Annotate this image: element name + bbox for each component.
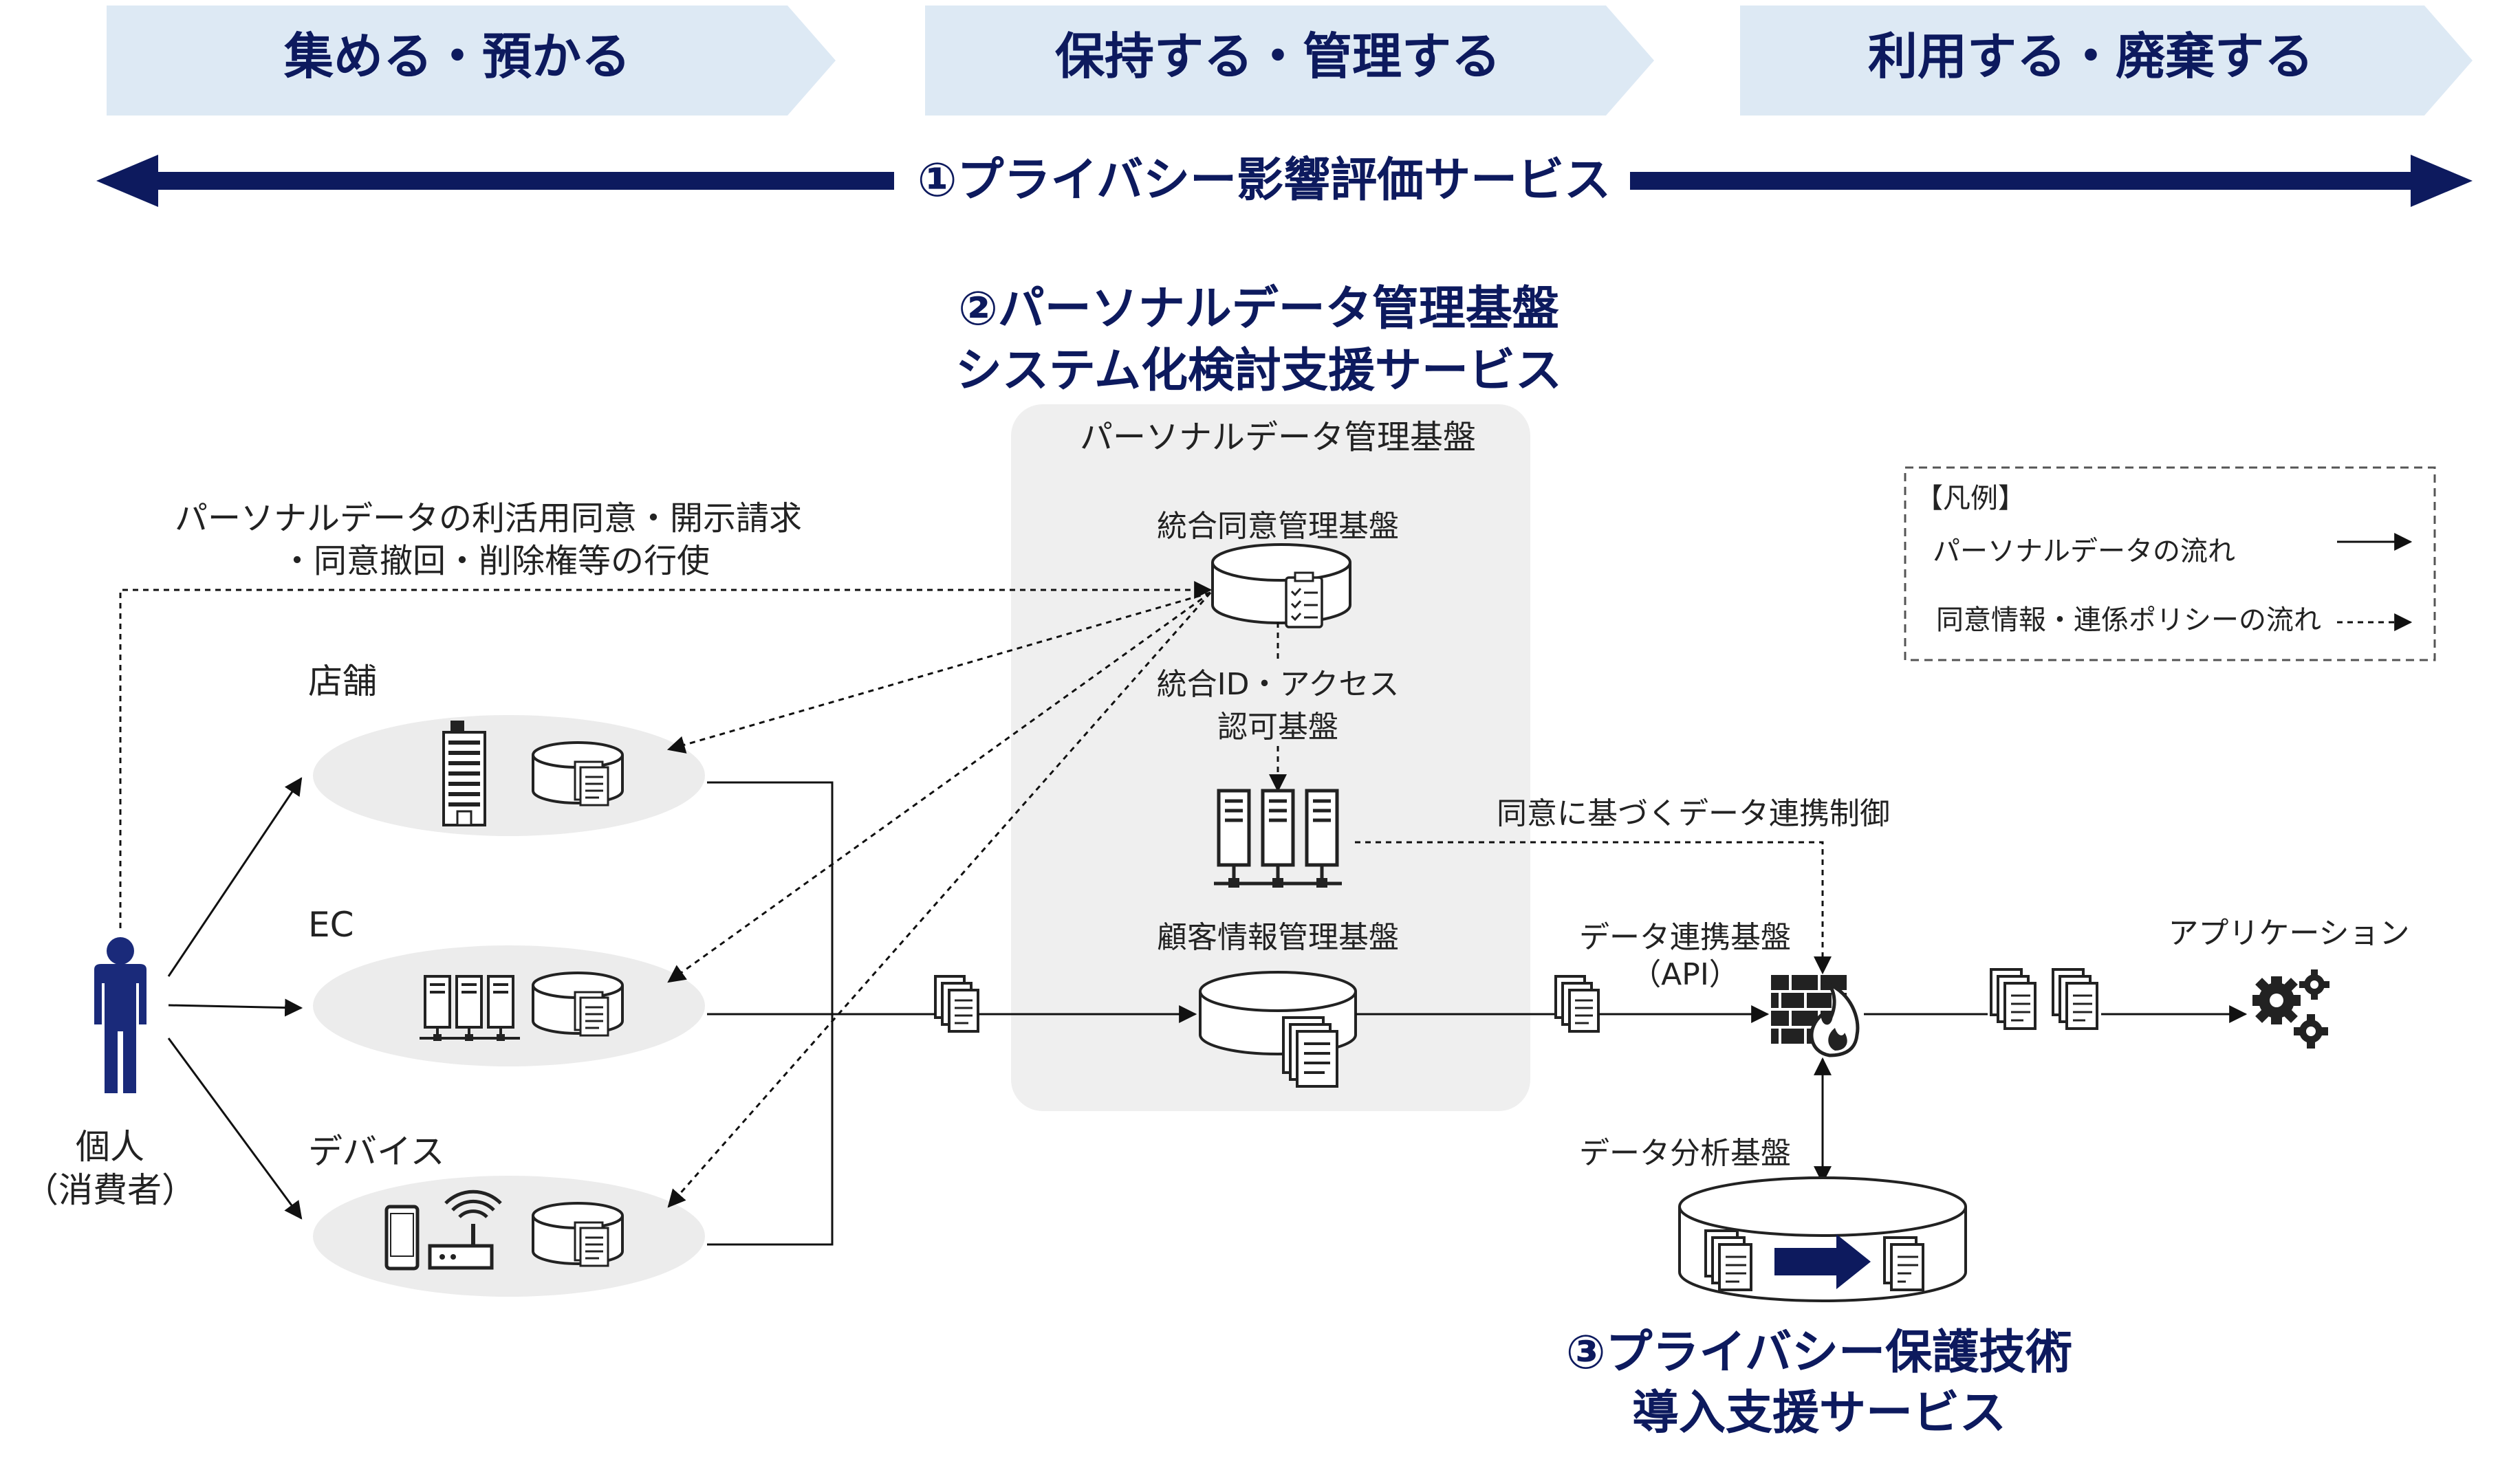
document-stack-icon <box>1282 1016 1338 1088</box>
person-label-line2: （消費者） <box>24 1170 196 1210</box>
person-icon <box>94 937 146 1093</box>
router-wifi-icon <box>428 1189 502 1270</box>
id-access-server-icon <box>1214 789 1342 888</box>
personal-data-platform-box <box>1011 404 1530 1111</box>
service3-label-line2: 導入支援サービス <box>1632 1386 2006 1440</box>
phase-2-label: 保持する・管理する <box>1055 28 1501 85</box>
building-icon <box>442 721 486 826</box>
rights-text-line2: ・同意撤回・削除権等の行使 <box>281 542 710 580</box>
store-label: 店舗 <box>308 661 377 701</box>
id-access-label-line2: 認可基盤 <box>1217 710 1338 745</box>
smartphone-icon <box>384 1205 420 1271</box>
ec-label: EC <box>308 905 354 945</box>
service3-label-line1: ③プライバシー保護技術 <box>1566 1326 2072 1380</box>
ec-db-icon <box>532 972 624 1037</box>
device-db-icon <box>532 1202 624 1267</box>
consent-platform-label: 統合同意管理基盤 <box>1157 509 1399 544</box>
legend-title: 【凡例】 <box>1915 483 2025 514</box>
phase-1-chevron <box>107 6 836 116</box>
app-docs-icon-2 <box>2052 968 2098 1030</box>
customer-db-icon <box>1199 971 1357 1088</box>
consent-db-icon <box>1211 543 1351 628</box>
platform-title: パーソナルデータ管理基盤 <box>1080 418 1476 457</box>
store-db-icon <box>532 741 624 807</box>
ec-server-icon <box>420 975 520 1041</box>
transform-arrow-icon <box>1774 1234 1871 1289</box>
application-label: アプリケーション <box>2168 916 2409 951</box>
rights-text-line1: パーソナルデータの利活用同意・開示請求 <box>175 499 802 538</box>
analysis-label: データ分析基盤 <box>1579 1136 1791 1171</box>
service1-double-arrow: ①プライバシー影響評価サービス <box>96 153 2473 208</box>
legend-dashed-label: 同意情報・連係ポリシーの流れ <box>1936 604 2321 636</box>
store-ellipse <box>313 715 705 836</box>
firewall-icon <box>1771 975 1860 1057</box>
service2-label-line1: ②パーソナルデータ管理基盤 <box>958 282 1559 336</box>
legend: 【凡例】 パーソナルデータの流れ 同意情報・連係ポリシーの流れ <box>1904 466 2436 661</box>
service2-label-line2: システム化検討支援サービス <box>955 344 1562 398</box>
phase-3-label: 利用する・廃棄する <box>1868 28 2314 85</box>
service1-label: ①プライバシー影響評価サービス <box>917 153 1611 208</box>
phase-header: 集める・預かる 保持する・管理する 利用する・廃棄する <box>107 6 2473 116</box>
person-label-line1: 個人 <box>76 1127 144 1167</box>
phase-1-label: 集める・預かる <box>283 28 631 85</box>
data-docs-icon-1 <box>934 975 979 1033</box>
gears-icon <box>2252 969 2329 1049</box>
id-access-label-line1: 統合ID・アクセス <box>1157 667 1400 702</box>
analysis-db-icon <box>1678 1176 1967 1302</box>
app-docs-icon-1 <box>1990 968 2036 1030</box>
data-link-label-line1: データ連携基盤 <box>1579 920 1791 955</box>
checklist-icon <box>1285 571 1323 628</box>
device-label: デバイス <box>308 1132 445 1172</box>
consent-control-label: 同意に基づくデータ連携制御 <box>1497 796 1890 831</box>
phase-3-chevron <box>1740 6 2473 116</box>
data-link-label-line2: （API） <box>1631 957 1739 992</box>
customer-platform-label: 顧客情報管理基盤 <box>1157 920 1399 955</box>
phase-2-chevron <box>925 6 1654 116</box>
legend-solid-label: パーソナルデータの流れ <box>1933 536 2235 567</box>
legend-box <box>1904 466 2436 661</box>
device-ellipse <box>313 1176 705 1297</box>
data-docs-icon-2 <box>1554 975 1600 1033</box>
